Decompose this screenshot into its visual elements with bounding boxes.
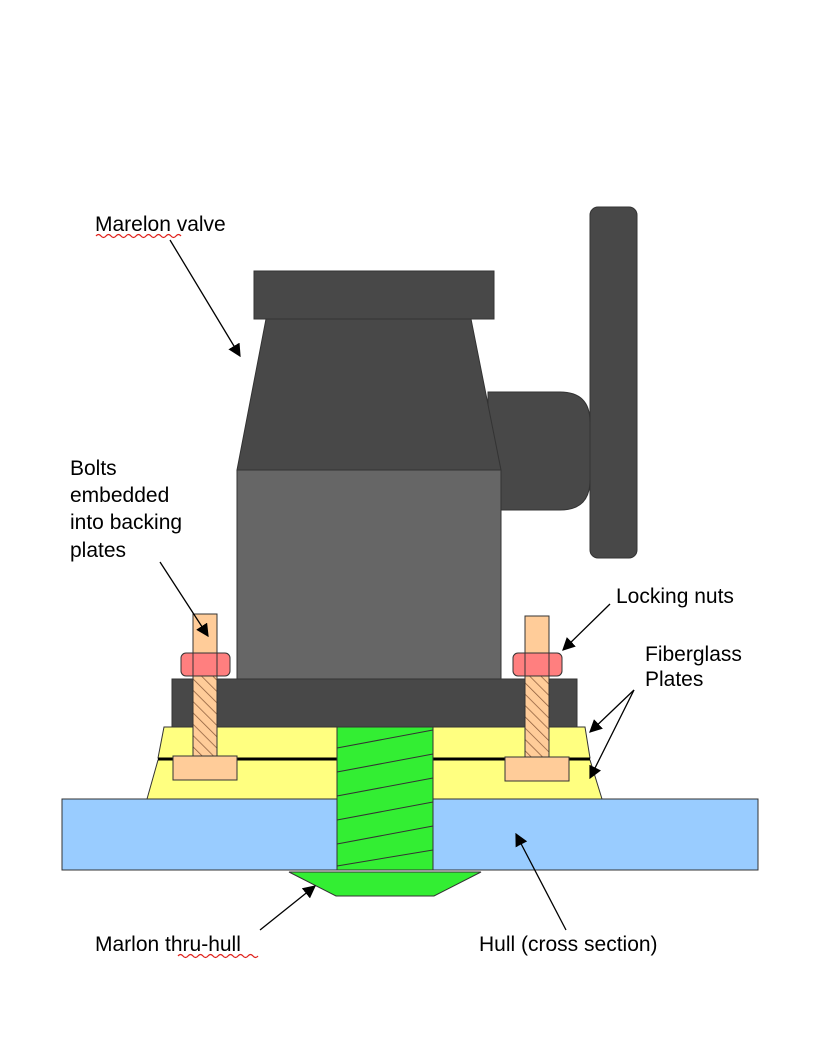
bolt-left-tip bbox=[192, 613, 218, 655]
label-fiberglass-plates: Fiberglass Plates bbox=[645, 643, 748, 691]
spellcheck-underline-icon bbox=[95, 233, 182, 239]
bolts-callout-arrow bbox=[159, 561, 209, 638]
valve-base bbox=[171, 678, 578, 728]
label-hull-cross-section: Hull (cross section) bbox=[479, 933, 658, 956]
fiberglass-callout-arrow-lower bbox=[589, 689, 635, 780]
valve-top-cap bbox=[253, 270, 495, 320]
valve-handle bbox=[589, 206, 638, 559]
bolt-right-head bbox=[504, 756, 570, 782]
label-locking-nuts: Locking nuts bbox=[616, 585, 734, 608]
valve-body bbox=[236, 469, 502, 681]
locking-nut-right bbox=[512, 652, 563, 677]
thru-hull-flange bbox=[288, 871, 482, 897]
label-marelon-valve: Marelon valve bbox=[95, 213, 226, 236]
hull-callout-arrow bbox=[515, 832, 567, 931]
locking-nut-left bbox=[180, 652, 231, 677]
bolt-right-threaded-shank bbox=[524, 675, 550, 758]
valve-handle-hub bbox=[487, 391, 591, 511]
valve-callout-arrow bbox=[169, 239, 241, 358]
bolt-right-tip bbox=[524, 615, 550, 655]
bolt-left bbox=[172, 613, 238, 781]
thru-hull bbox=[288, 726, 482, 897]
fiberglass-callout-arrow-upper bbox=[589, 689, 635, 733]
spellcheck-underline-icon bbox=[177, 953, 259, 959]
bolt-left-threaded-shank bbox=[192, 675, 218, 758]
locking-nuts-callout-arrow bbox=[562, 603, 611, 651]
bolt-left-head bbox=[172, 755, 238, 781]
label-bolts-embedded: Bolts embedded into backing plates bbox=[70, 457, 188, 562]
valve-neck bbox=[236, 318, 502, 471]
thru-hull-callout-arrow bbox=[259, 885, 317, 931]
thru-hull-threaded-body bbox=[336, 726, 434, 871]
label-thru-hull: Marlon thru-hull bbox=[95, 933, 241, 956]
bolt-right bbox=[504, 615, 570, 782]
